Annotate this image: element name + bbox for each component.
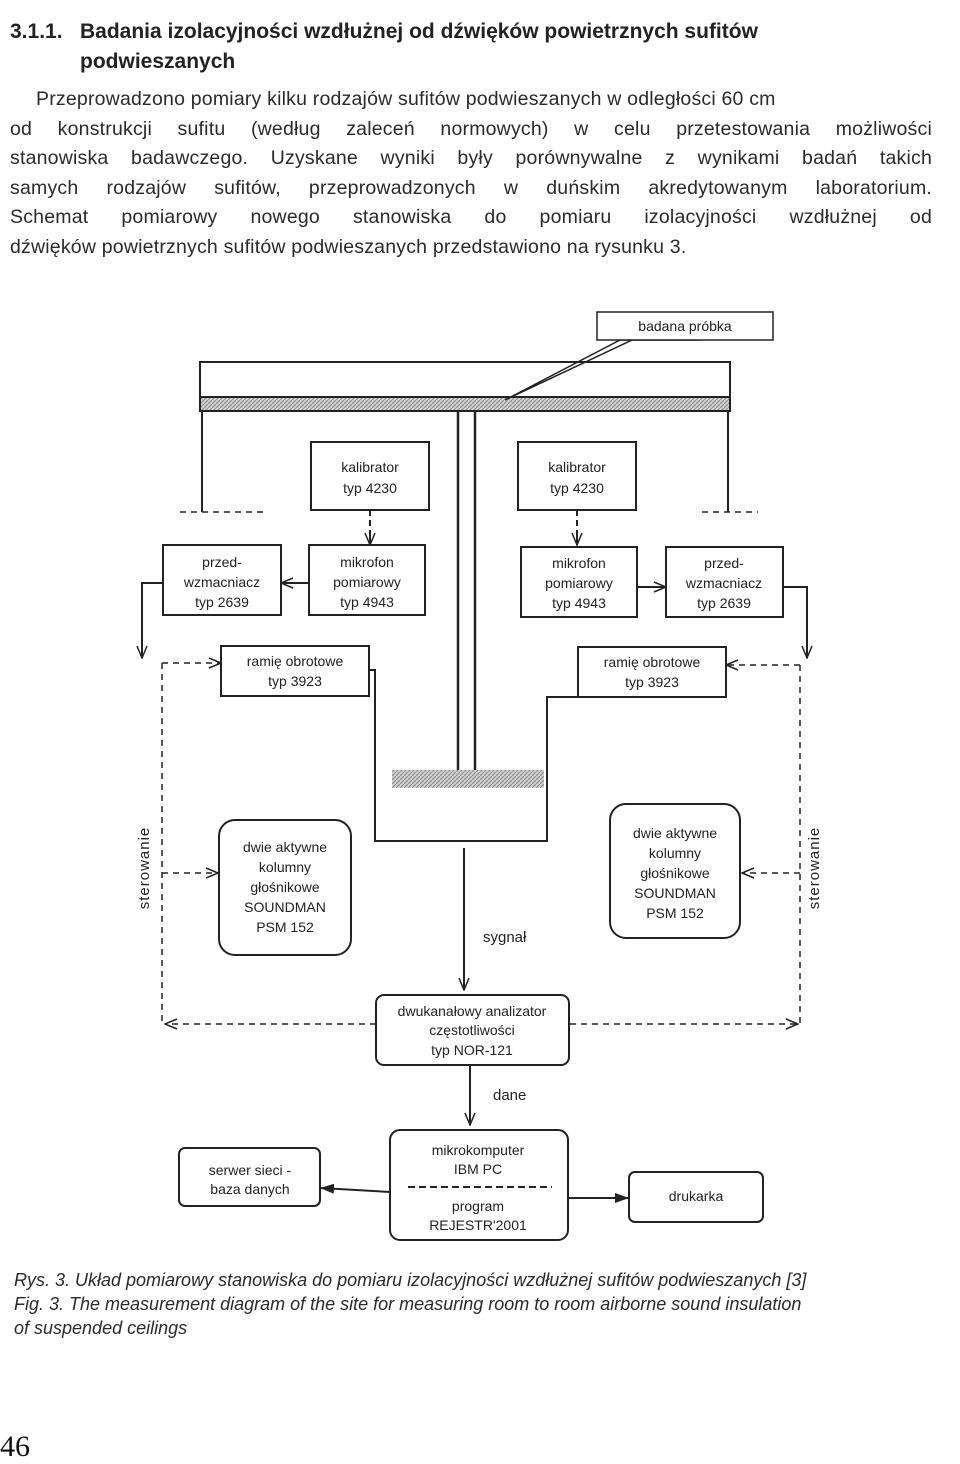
- section-title-line-1: Badania izolacyjności wzdłużnej od dźwię…: [80, 20, 758, 43]
- calibrator-right-line2: typ 4230: [550, 480, 604, 496]
- data-label: dane: [493, 1087, 526, 1104]
- speakers-left-line4: SOUNDMAN: [244, 899, 326, 915]
- caption-english-line2: of suspended ceilings: [14, 1318, 188, 1338]
- paragraph-line: samych rodzajów sufitów, przeprowadzonyc…: [10, 176, 932, 199]
- analyzer-line2: częstotliwości: [429, 1022, 515, 1038]
- suspended-ceiling-sample: [199, 396, 731, 412]
- analyzer-line1: dwukanałowy analizator: [398, 1003, 547, 1019]
- caption-english-line1: Fig. 3. The measurement diagram of the s…: [14, 1294, 802, 1314]
- speakers-right-line1: dwie aktywne: [633, 825, 717, 841]
- paragraph-line: dźwięków powietrznych sufitów podwieszan…: [10, 235, 687, 258]
- boom-left-line1: ramię obrotowe: [247, 653, 344, 669]
- speakers-left-line5: PSM 152: [256, 919, 314, 935]
- computer-line2: IBM PC: [454, 1161, 502, 1177]
- speakers-right-line4: SOUNDMAN: [634, 885, 716, 901]
- server-line2: baza danych: [210, 1181, 289, 1197]
- calibrator-left-line1: kalibrator: [341, 459, 399, 475]
- preamp-right-line2: wzmacniacz: [685, 575, 762, 591]
- program-line1: program: [452, 1198, 504, 1214]
- printer-label: drukarka: [669, 1188, 724, 1204]
- preamp-left-line1: przed-: [202, 554, 242, 570]
- calibrator-right-line1: kalibrator: [548, 459, 606, 475]
- boom-right-line1: ramię obrotowe: [604, 654, 701, 670]
- control-label-left: sterowanie: [136, 827, 153, 910]
- ceiling-structure: [199, 361, 731, 401]
- speakers-left-line1: dwie aktywne: [243, 839, 327, 855]
- section-number: 3.1.1.: [10, 20, 63, 43]
- analyzer-line3: typ NOR-121: [431, 1042, 513, 1058]
- section-title-line-2: podwieszanych: [80, 50, 236, 73]
- speakers-right-line3: głośnikowe: [640, 865, 709, 881]
- figure-caption: Rys. 3. Układ pomiarowy stanowiska do po…: [14, 1268, 944, 1340]
- preamp-left-line2: wzmacniacz: [183, 574, 260, 590]
- paragraph-line: Przeprowadzono pomiary kilku rodzajów su…: [36, 88, 776, 110]
- mic-left-line2: pomiarowy: [333, 574, 401, 590]
- mic-left-line1: mikrofon: [340, 554, 394, 570]
- paragraph-line: od konstrukcji sufitu (według zaleceń no…: [10, 117, 932, 140]
- body-paragraph: Przeprowadzono pomiary kilku rodzajów su…: [10, 85, 932, 262]
- mic-right-line3: typ 4943: [552, 595, 606, 611]
- boom-left-line2: typ 3923: [268, 673, 322, 689]
- paragraph-line: stanowiska badawczego. Uzyskane wyniki b…: [10, 147, 932, 169]
- speakers-right-line2: kolumny: [649, 845, 701, 861]
- signal-label: sygnał: [483, 929, 527, 946]
- mic-right-line2: pomiarowy: [545, 575, 613, 591]
- preamp-left-line3: typ 2639: [195, 594, 249, 610]
- page-number: 46: [0, 1430, 30, 1463]
- caption-polish: Rys. 3. Układ pomiarowy stanowiska do po…: [14, 1270, 807, 1290]
- preamp-right-line1: przed-: [704, 555, 744, 571]
- server-line1: serwer sieci -: [209, 1162, 292, 1178]
- speakers-left-line2: kolumny: [259, 859, 311, 875]
- paragraph-line: Schemat pomiarowy nowego stanowiska do p…: [10, 206, 932, 228]
- calibrator-left-line2: typ 4230: [343, 480, 397, 496]
- speakers-left-line3: głośnikowe: [250, 879, 319, 895]
- control-label-right: sterowanie: [806, 827, 823, 910]
- boom-right-line2: typ 3923: [625, 674, 679, 690]
- sample-label: badana próbka: [638, 318, 732, 334]
- mic-right-line1: mikrofon: [552, 555, 606, 571]
- program-line2: REJESTR'2001: [429, 1217, 527, 1233]
- mic-left-line3: typ 4943: [340, 594, 394, 610]
- preamp-right-line3: typ 2639: [697, 595, 751, 611]
- speakers-right-line5: PSM 152: [646, 905, 704, 921]
- computer-line1: mikrokomputer: [432, 1142, 525, 1158]
